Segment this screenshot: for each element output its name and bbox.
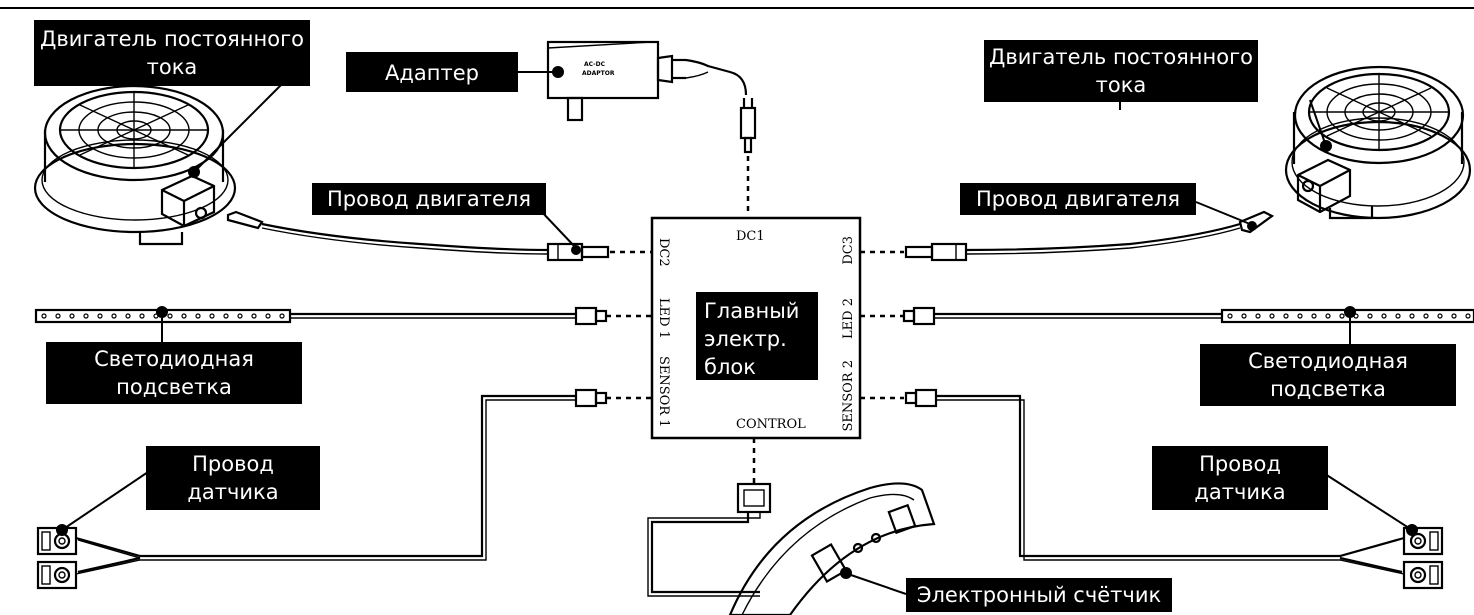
port-dc2: DC2 (656, 238, 671, 267)
motor-wire-left (226, 210, 610, 262)
led-dot (1283, 313, 1289, 319)
label-sensor-right-box (1152, 446, 1328, 510)
led-dot (1409, 313, 1415, 319)
led-dot (237, 313, 243, 319)
led-dot (1423, 313, 1429, 319)
led-dot (1437, 313, 1443, 319)
main-unit-label-2: электр. (704, 327, 787, 351)
label-counter: Электронный счётчик (917, 583, 1161, 607)
sensor-wire-right (904, 388, 1444, 590)
led-dot (111, 313, 117, 319)
ac-dc-adapter: AC-DC ADAPTOR (546, 40, 757, 154)
label-led-right-2: подсветка (1270, 377, 1386, 401)
port-dc3: DC3 (841, 236, 856, 265)
label-motor-wire-right-box (960, 183, 1196, 215)
label-motor-wire-left-box (312, 183, 546, 215)
led-dot (279, 313, 285, 319)
label-motor-right-1: Двигатель постоянного (989, 45, 1253, 69)
adapter-text-2: ADAPTOR (582, 70, 615, 77)
label-motor-wire-left: Провод двигателя (327, 187, 531, 211)
led-dot (223, 313, 229, 319)
label-sensor-left-box (146, 446, 320, 510)
label-motor-left-2: тока (147, 55, 198, 79)
led-dot (125, 313, 131, 319)
led-strip-right (902, 306, 1474, 326)
led-dot (1325, 313, 1331, 319)
main-unit-label-1: Главный (704, 299, 799, 323)
led-dot (167, 313, 173, 319)
led-dot (41, 313, 47, 319)
port-dc1: DC1 (736, 229, 765, 244)
led-dot (1381, 313, 1387, 319)
label-adapter-box (346, 52, 518, 92)
control-wire (647, 482, 772, 597)
electronic-counter (728, 482, 936, 615)
leader-lines (56, 66, 1418, 595)
led-dot (265, 313, 271, 319)
led-dot (83, 313, 89, 319)
led-dot (69, 313, 75, 319)
led-dot (1311, 313, 1317, 319)
led-dot (139, 313, 145, 319)
label-led-right-box (1200, 344, 1456, 406)
led-dot (1297, 313, 1303, 319)
adapter-text-1: AC-DC (584, 61, 606, 68)
led-dot (1367, 313, 1373, 319)
label-led-right-1: Светодиодная (1248, 349, 1408, 373)
port-led2: LED 2 (841, 298, 856, 339)
led-dot (1339, 313, 1345, 319)
main-unit-label-3: блок (704, 355, 756, 379)
dc-motor-left (33, 84, 237, 246)
port-sensor1: SENSOR 1 (656, 356, 671, 428)
main-unit-label-box (696, 292, 818, 380)
led-dot (1451, 313, 1457, 319)
led-dot (251, 313, 257, 319)
sensor-wire-left (36, 388, 608, 590)
dc-motor-right (1284, 65, 1472, 220)
label-motor-left-box (34, 20, 310, 86)
led-dot (1241, 313, 1247, 319)
led-dot (97, 313, 103, 319)
port-control: CONTROL (736, 417, 806, 432)
label-led-left-1: Светодиодная (94, 347, 254, 371)
label-sensor-left-1: Провод (192, 452, 274, 476)
label-adapter: Адаптер (385, 61, 479, 85)
led-strip-left (34, 306, 608, 326)
led-dot (181, 313, 187, 319)
led-dot (1269, 313, 1275, 319)
led-dot (1465, 313, 1471, 319)
label-counter-box (906, 578, 1172, 612)
port-sensor2: SENSOR 2 (841, 360, 856, 432)
label-led-left-2: подсветка (116, 375, 232, 399)
label-motor-wire-right: Провод двигателя (976, 187, 1180, 211)
label-sensor-right-2: датчика (1194, 480, 1285, 504)
port-led1: LED 1 (656, 298, 671, 339)
label-motor-right-2: тока (1096, 73, 1147, 97)
led-dot (195, 313, 201, 319)
led-dot (1227, 313, 1233, 319)
label-sensor-right-1: Провод (1199, 452, 1281, 476)
led-dot (209, 313, 215, 319)
label-motor-right-box (984, 40, 1258, 102)
label-sensor-left-2: датчика (187, 480, 278, 504)
label-motor-left-1: Двигатель постоянного (40, 27, 304, 51)
label-led-left-box (46, 342, 302, 404)
motor-wire-right (904, 210, 1275, 262)
led-dot (1255, 313, 1261, 319)
led-dot (1395, 313, 1401, 319)
led-dot (55, 313, 61, 319)
